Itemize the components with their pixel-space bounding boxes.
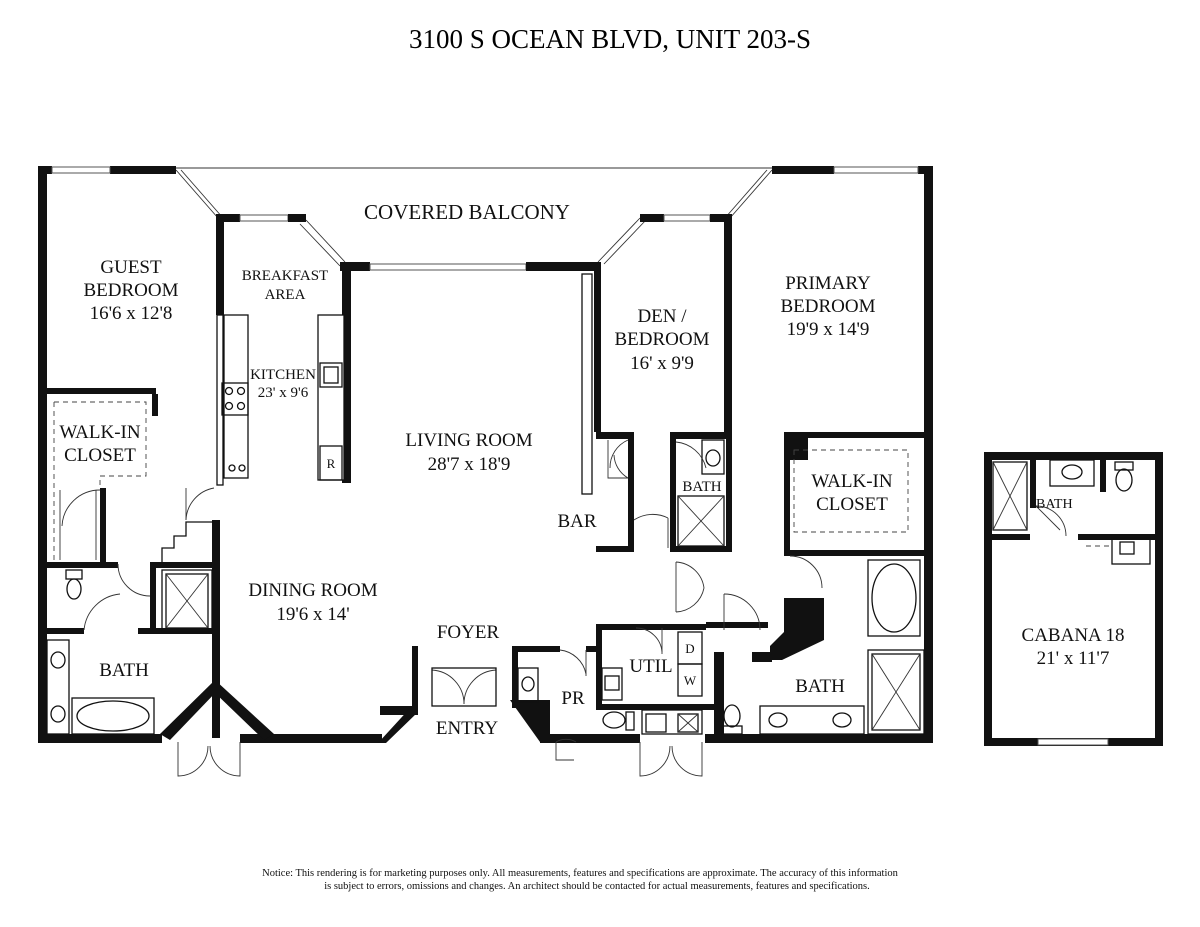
entry-label: ENTRY [436,718,499,739]
den-bedroom-size: 16' x 9'9 [630,353,694,374]
guest-bedroom-line1: GUEST [100,257,162,278]
guest-bedroom-size: 16'6 x 12'8 [90,303,173,324]
util-label: UTIL [629,656,672,677]
dining-room-name: DINING ROOM [248,580,377,601]
living-room-name: LIVING ROOM [405,430,532,451]
dining-room-size: 19'6 x 14' [276,604,349,625]
cabana-size: 21' x 11'7 [1037,648,1110,669]
plan-title: 3100 S OCEAN BLVD, UNIT 203-S [409,24,811,54]
powder-room-fixtures [517,561,705,735]
util-fixtures [601,627,703,701]
notice-line1: Notice: This rendering is for marketing … [262,868,898,879]
primary-bedroom-line1: PRIMARY [785,273,871,294]
cabana-bath-label: BATH [1036,497,1073,512]
den-bedroom-line2: BEDROOM [614,329,709,350]
primary-closet-outline [793,449,909,533]
living-room-size: 28'7 x 18'9 [428,454,511,475]
exterior-walls [38,166,933,743]
walk-in-closet-left-line1: WALK-IN [59,422,141,443]
den-bedroom-line1: DEN / [637,306,687,327]
primary-bedroom-line2: BEDROOM [780,296,875,317]
covered-balcony-label: COVERED BALCONY [364,200,570,224]
den-fixtures [607,439,725,548]
kitchen-fixtures [221,314,345,481]
bath-left-label: BATH [99,660,149,681]
breakfast-area-line2: AREA [265,287,306,303]
guest-bath-fixtures [46,489,213,735]
kitchen-name: KITCHEN [250,367,316,383]
dryer-label: D [685,641,694,656]
foyer-label: FOYER [437,622,500,643]
interior-walls [38,214,924,738]
dining-steps [161,487,215,562]
washer-label: W [684,673,697,688]
walk-in-closet-right-line2: CLOSET [816,494,888,515]
entry-doors [177,667,703,777]
kitchen-size: 23' x 9'6 [258,385,309,401]
walk-in-closet-right-line1: WALK-IN [811,471,893,492]
bath-primary-label: BATH [795,676,845,697]
guest-bedroom-line2: BEDROOM [83,280,178,301]
bath-den-label: BATH [682,479,721,495]
pr-label: PR [561,688,585,709]
cabana-structure [984,452,1163,746]
bar-label: BAR [557,511,596,532]
primary-bath-fixtures [721,555,925,735]
cabana-name: CABANA 18 [1022,625,1125,646]
notice-line2: is subject to errors, omissions and chan… [324,881,870,892]
breakfast-area-line1: BREAKFAST [242,268,328,284]
walk-in-closet-left-line2: CLOSET [64,445,136,466]
primary-bedroom-size: 19'9 x 14'9 [787,319,870,340]
guest-closet [53,401,147,560]
refrigerator-label: R [327,456,336,471]
balcony-edge [51,166,919,219]
